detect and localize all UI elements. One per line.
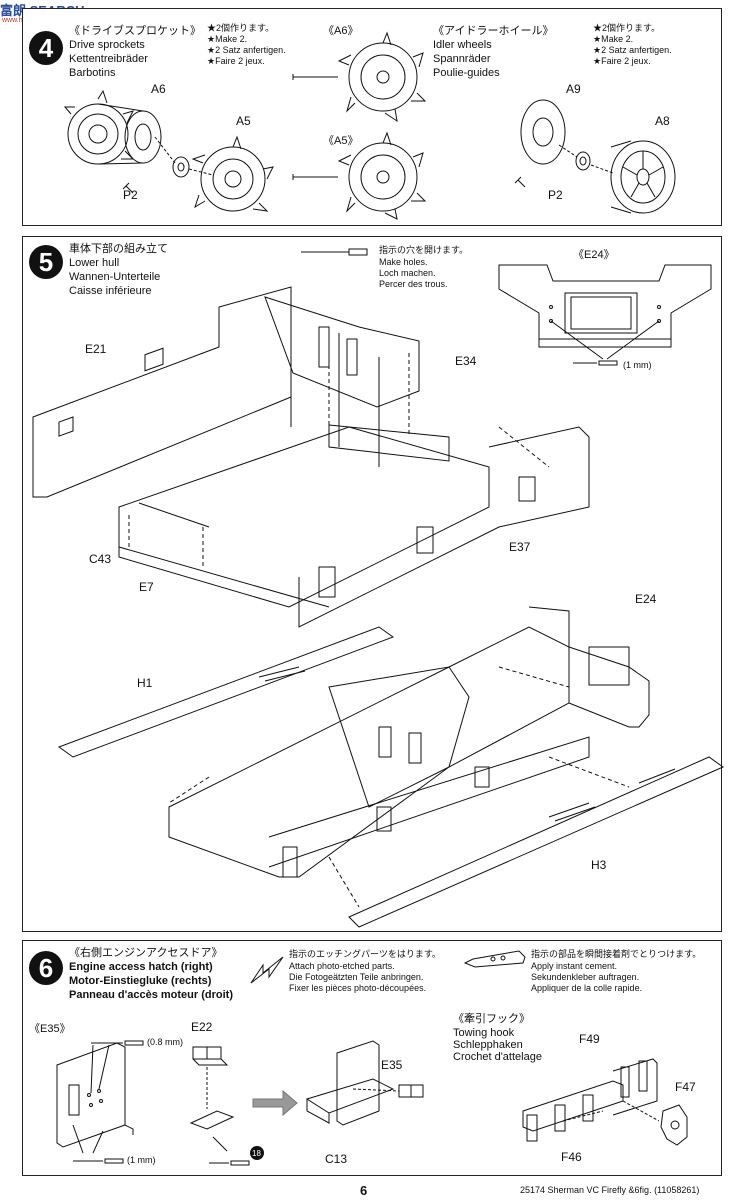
view-label-a6: 《A6》: [323, 25, 359, 37]
drive-make-en: ★Make 2.: [207, 34, 248, 44]
idler-wheel-en: Idler wheels: [433, 39, 492, 51]
drill-bit-icon: [301, 247, 371, 257]
lower-hull-de: Wannen-Unterteile: [69, 271, 161, 283]
drill-size-1: (1 mm): [127, 1155, 156, 1165]
hatch-assembly-diagram: [173, 1039, 443, 1173]
make-holes-fr: Percer des trous.: [379, 279, 448, 289]
e35-inset-diagram: [33, 1035, 173, 1171]
step-5-number: 5: [29, 245, 63, 279]
towing-hook-fr: Crochet d'attelage: [453, 1051, 542, 1063]
part-label-p2-right: P2: [548, 188, 563, 202]
page-number: 6: [360, 1183, 368, 1198]
make-holes-de: Loch machen.: [379, 268, 436, 278]
part-label-e21: E21: [85, 342, 107, 356]
step-4-panel: 4 《ドライブスプロケット》 Drive sprockets Kettentre…: [22, 8, 722, 226]
towing-hook-jp: 《牽引フック》: [453, 1013, 530, 1025]
part-label-e35: E35: [381, 1058, 403, 1072]
idler-wheel-jp: 《アイドラーホイール》: [433, 25, 554, 37]
instant-cement-fr: Appliquer de la colle rapide.: [531, 983, 643, 993]
drive-make-de: ★2 Satz anfertigen.: [207, 45, 286, 55]
part-label-f49: F49: [579, 1032, 600, 1046]
photo-etch-en: Attach photo-etched parts.: [289, 961, 395, 971]
part-label-a6-left: A6: [151, 82, 166, 96]
sprocket-side-views: [283, 37, 423, 217]
lower-hull-lower-diagram: [29, 607, 719, 927]
step-6-panel: 6 《右側エンジンアクセスドア》 Engine access hatch (ri…: [22, 940, 722, 1176]
photo-etch-jp: 指示のエッチングパーツをはります。: [289, 949, 441, 959]
part-label-e24: E24: [635, 592, 657, 606]
idler-wheel-de: Spannräder: [433, 53, 491, 65]
drive-sprocket-jp: 《ドライブスプロケット》: [69, 25, 201, 37]
part-label-a5-left: A5: [236, 114, 251, 128]
towing-hook-en: Towing hook: [453, 1027, 515, 1039]
part-label-e7: E7: [139, 580, 154, 594]
hatch-fr: Panneau d'accès moteur (droit): [69, 989, 233, 1001]
view-label-e35: 《E35》: [29, 1023, 71, 1035]
towing-hook-diagram: [503, 1061, 703, 1171]
photo-etch-fr: Fixer les pièces photo-découpées.: [289, 983, 427, 993]
drill-size-08: (0.8 mm): [147, 1037, 183, 1047]
part-label-a9: A9: [566, 82, 581, 96]
instant-cement-en: Apply instant cement.: [531, 961, 618, 971]
drive-sprocket-de: Kettentreibräder: [69, 53, 148, 65]
part-label-e34: E34: [455, 354, 477, 368]
idler-wheel-fr: Poulie-guides: [433, 67, 500, 79]
lower-hull-upper-diagram: [29, 277, 589, 617]
idler-make-en: ★Make 2.: [593, 34, 634, 44]
step-5-panel: 5 車体下部の組み立て Lower hull Wannen-Unterteile…: [22, 236, 722, 932]
kit-info: 25174 Sherman VC Firefly &6fig. (1105826…: [520, 1185, 700, 1195]
lower-hull-fr: Caisse inférieure: [69, 285, 152, 297]
make-holes-jp: 指示の穴を開けます。: [379, 245, 469, 255]
step-4-number: 4: [29, 31, 63, 65]
idler-make-jp: ★2個作ります。: [593, 23, 661, 33]
instant-cement-jp: 指示の部品を瞬間接着剤でとりつけます。: [531, 949, 702, 959]
part-label-c43: C43: [89, 552, 112, 566]
part-label-f46: F46: [561, 1150, 582, 1164]
part-label-h3: H3: [591, 858, 607, 872]
idler-make-fr: ★Faire 2 jeux.: [593, 56, 651, 66]
part-label-h1: H1: [137, 676, 153, 690]
photo-etch-arrow-icon: [249, 955, 285, 985]
hatch-jp: 《右側エンジンアクセスドア》: [69, 947, 223, 959]
idler-make-de: ★2 Satz anfertigen.: [593, 45, 672, 55]
lower-hull-jp: 車体下部の組み立て: [69, 243, 168, 255]
drill-size-e24: (1 mm): [623, 360, 652, 370]
make-holes-en: Make holes.: [379, 257, 428, 267]
towing-hook-de: Schlepphaken: [453, 1039, 523, 1051]
idler-wheel-diagram: [513, 97, 713, 217]
instant-cement-icon: [463, 947, 527, 969]
e24-inset-diagram: [495, 263, 715, 373]
part-label-f47: F47: [675, 1080, 696, 1094]
part-label-a8: A8: [655, 114, 670, 128]
lower-hull-en: Lower hull: [69, 257, 120, 269]
hatch-en: Engine access hatch (right): [69, 961, 213, 973]
part-label-p2-left: P2: [123, 188, 138, 202]
hatch-de: Motor-Einstiegluke (rechts): [69, 975, 212, 987]
photo-etch-de: Die Fotogeätzten Teile anbringen.: [289, 972, 424, 982]
view-label-e24: 《E24》: [573, 249, 615, 261]
pe-part-number: 18: [252, 1149, 261, 1158]
drive-sprocket-diagram: [63, 89, 263, 219]
pe-part-18-marker: [250, 1146, 264, 1160]
part-label-c13: C13: [325, 1152, 348, 1166]
instant-cement-de: Sekundenkleber auftragen.: [531, 972, 640, 982]
part-label-e22: E22: [191, 1020, 213, 1034]
drive-make-fr: ★Faire 2 jeux.: [207, 56, 265, 66]
drive-sprocket-en: Drive sprockets: [69, 39, 145, 51]
part-label-e37: E37: [509, 540, 531, 554]
drive-make-jp: ★2個作ります。: [207, 23, 275, 33]
drive-sprocket-fr: Barbotins: [69, 67, 116, 79]
step-6-number: 6: [29, 951, 63, 985]
view-label-a5: 《A5》: [323, 135, 359, 147]
